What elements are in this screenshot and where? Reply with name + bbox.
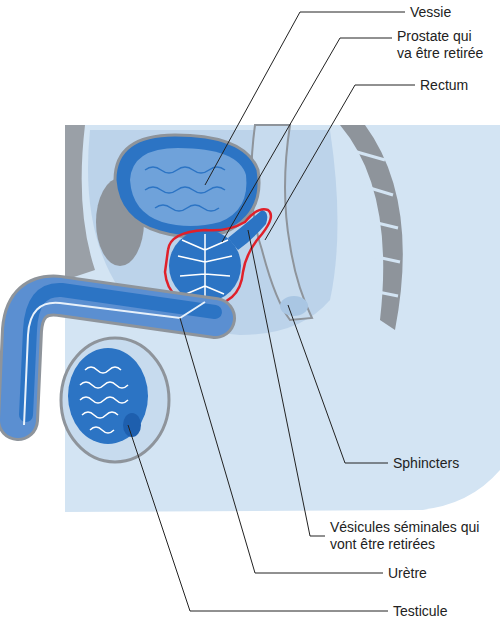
part-label: Sphincters: [393, 455, 493, 472]
sphincter-shape: [280, 296, 308, 316]
epididymis: [123, 413, 141, 437]
bladder-inner: [130, 148, 246, 226]
bladder-texture: [145, 167, 225, 211]
prostate-shape: [169, 230, 241, 302]
abdominal-wall: [65, 125, 95, 280]
leader-line: [265, 85, 415, 240]
prostate-texture: [178, 234, 232, 300]
leader-line: [222, 38, 392, 242]
scrotum: [61, 338, 169, 462]
sacrum: [340, 125, 403, 330]
leader-line: [128, 425, 388, 611]
part-label: Vésicules séminales qui vont être retiré…: [330, 519, 480, 553]
part-label: Vessie: [410, 4, 495, 21]
leader-line: [248, 230, 325, 536]
part-label: Prostate qui va être retirée: [397, 28, 486, 62]
vertebra-lines: [350, 150, 400, 296]
bladder-shape: [115, 135, 259, 237]
part-label: Rectum: [420, 77, 495, 94]
removal-outline: [165, 209, 271, 306]
part-label: Testicule: [393, 603, 493, 620]
seminal-vesicle: [228, 210, 267, 250]
leader-line: [288, 305, 388, 463]
testicle-shape: [68, 348, 148, 444]
part-label: Urètre: [388, 565, 488, 582]
testicle-texture: [80, 367, 128, 433]
